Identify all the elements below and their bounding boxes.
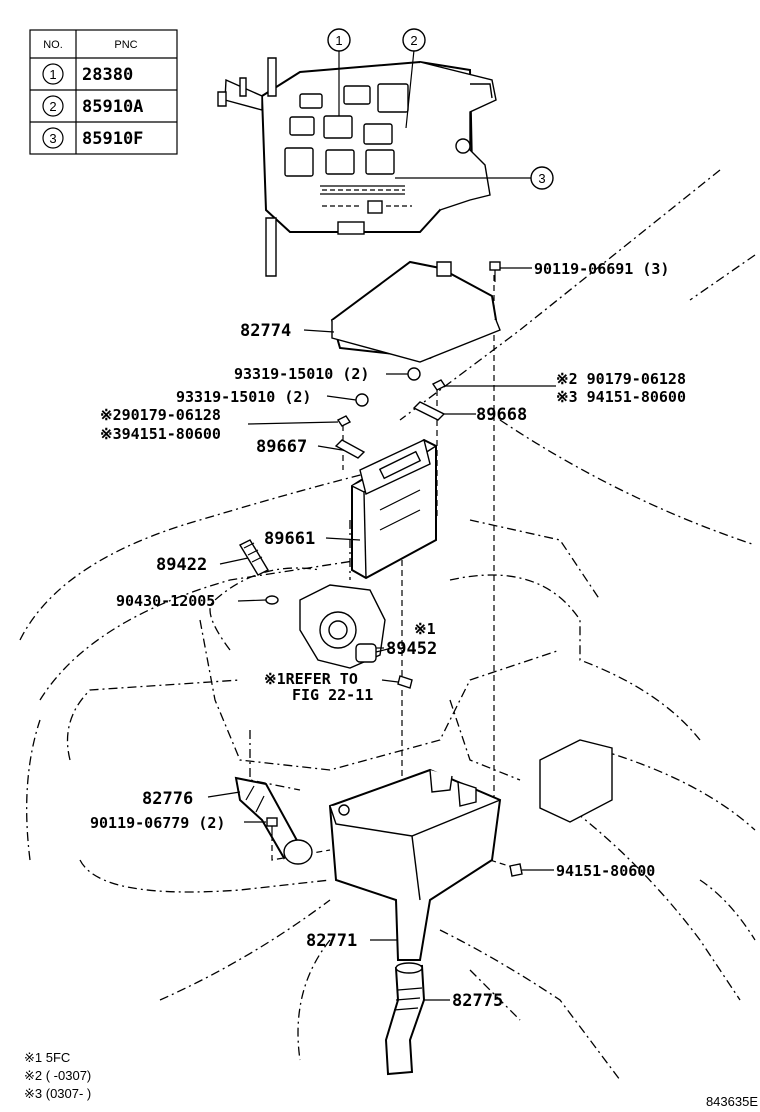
label-90119-06691: 90119-06691 (3) [534,260,669,278]
label-89452: 89452 [386,639,437,659]
footnote: ※1 5FC [24,1050,70,1065]
footnote: ※2 ( -0307) [24,1068,91,1083]
label-82776: 82776 [142,789,193,809]
nut-94151-bottom [509,863,523,877]
sensor-89422 [239,539,269,576]
label-90119-06779: 90119-06779 (2) [90,814,225,832]
label-82774: 82774 [240,321,291,341]
footnotes: ※1 5FC ※2 ( -0307) ※3 (0307- ) [24,1050,91,1101]
label-89422: 89422 [156,555,207,575]
hose-82775 [384,962,426,1076]
callout-3-label: 3 [538,171,545,186]
callout-2-label: 2 [410,33,417,48]
nut-left [336,415,352,427]
footnote: ※3 (0307- ) [24,1086,91,1101]
label-90179-right: ※2 90179-06128 [556,370,686,388]
label-89668: 89668 [476,405,527,425]
label-82775: 82775 [452,991,503,1011]
grommet-93319-b [355,393,369,407]
sensor-89452 [355,643,393,663]
label-82771: 82771 [306,931,357,951]
label-94151-bottom: 94151-80600 [556,862,655,880]
label-refer: ※1REFER TO [264,670,358,688]
table-row-pnc: 85910F [82,129,143,149]
callout-1: 1 [327,28,351,116]
bracket-89668 [412,401,446,421]
callout-1-label: 1 [335,33,342,48]
label-89667: 89667 [256,437,307,457]
right-bracket [539,739,613,823]
table-row-no: 3 [49,131,56,146]
label-94151-right: ※3 94151-80600 [556,388,686,406]
vehicle-outline [19,169,756,1081]
junction-block [217,57,497,277]
table-row-pnc: 28380 [82,65,133,85]
label-leaders [207,267,556,1001]
callout-3: 3 [395,166,554,190]
label-89452-note: ※1 [414,620,436,638]
pnc-table: NO. PNC 1 28380 2 85910A 3 85910F [29,29,178,155]
label-93319-a: 93319-15010 (2) [234,365,369,383]
figure-id: 843635E [706,1094,758,1109]
label-94151-left: ※394151-80600 [100,425,221,443]
plug-refer [397,675,413,689]
label-90430-12005: 90430-12005 [116,592,215,610]
label-90179-left: ※290179-06128 [100,406,221,424]
table-row-no: 2 [49,99,56,114]
part-labels: 90119-06691 (3) 82774 93319-15010 (2) 93… [90,260,686,1011]
callout-2: 2 [402,28,426,129]
washer-90430 [265,595,279,605]
ecu-89661 [351,438,437,580]
label-93319-b: 93319-15010 (2) [176,388,311,406]
label-89661: 89661 [264,529,315,549]
table-row-no: 1 [49,67,56,82]
bolt-90119-06779 [266,817,278,838]
ecu-cover-82774 [330,260,501,363]
label-refer-fig: FIG 22-11 [292,686,373,704]
bolt-90119-06691 [489,261,501,282]
bracket-89667 [334,439,366,459]
grommet-93319-a [407,367,421,381]
table-row-pnc: 85910A [82,97,143,117]
nut-right [431,379,447,391]
table-header-no: NO. [43,39,63,51]
ecu-case-82771 [328,768,502,961]
table-header-pnc: PNC [114,39,137,51]
